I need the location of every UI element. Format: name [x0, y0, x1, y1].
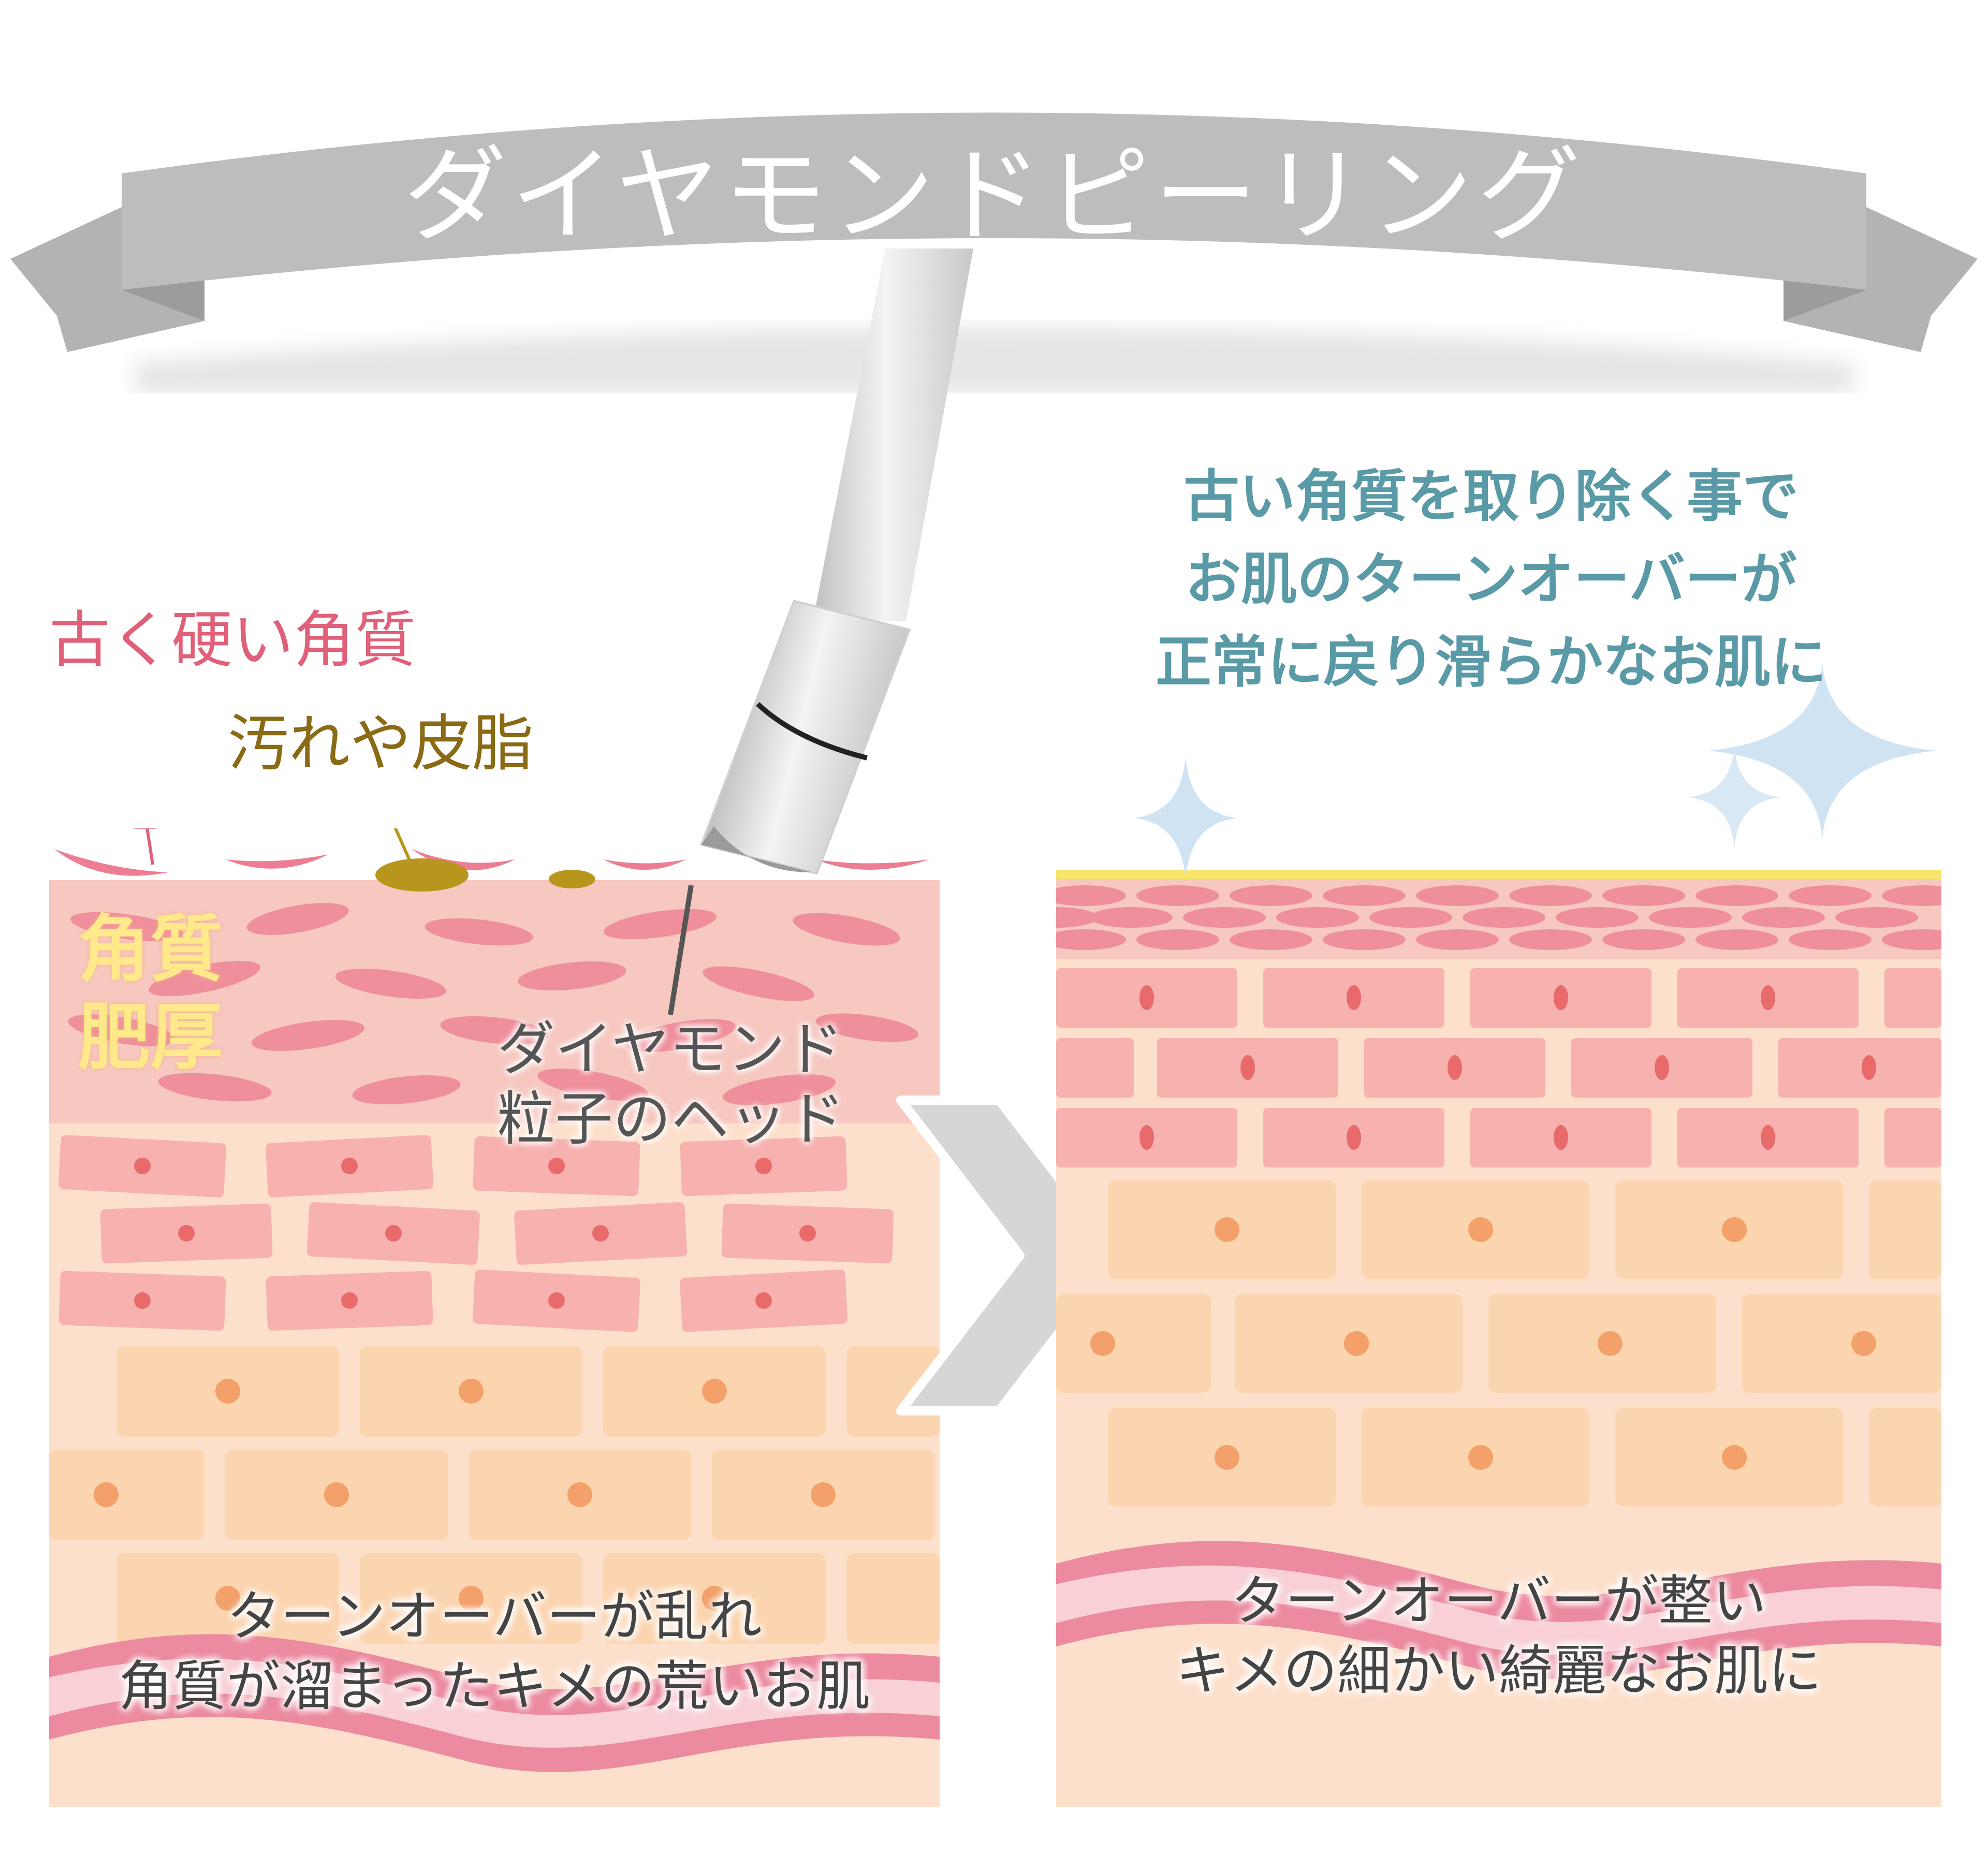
label-diamond-head: ダイヤモンド 粒子のヘッド [497, 1016, 845, 1153]
caption-after: ターンオーバーが整い キメの細かい綺麗なお肌に [1175, 1569, 1822, 1702]
spinous-cells-aligned [1056, 968, 1941, 1167]
label-keratin-thickening: 角質 肥厚 [78, 908, 223, 1080]
smooth-surface [1056, 870, 1941, 879]
skin-after-panel [1056, 870, 1941, 1807]
headline-result: 古い角質を取り除く事で お肌のターンオーバーが 正常に戻り滑らかなお肌に [1155, 464, 1826, 695]
sparkle-icon [1708, 663, 1936, 839]
old-keratin-flakes [54, 828, 929, 876]
label-dirt-sebum: 汚れや皮脂 [228, 708, 534, 779]
horny-cells-aligned [1056, 885, 1941, 950]
sparkle-icon [1134, 756, 1237, 880]
caption-before: ターンオーバーが乱れ 角質が溜まったキメの荒いお肌 [119, 1585, 870, 1718]
sparkle-icon [1688, 746, 1781, 849]
sebum-blobs [375, 858, 595, 892]
title-ribbon: ダイヤモンドピーリング [0, 0, 1988, 393]
label-old-hard-keratin: 古く硬い角質 [49, 604, 416, 676]
page-title: ダイヤモンドピーリング [403, 136, 1585, 256]
basal-cells-aligned [1056, 1180, 1941, 1507]
skin-before-panel [49, 828, 940, 1807]
diamond-peeling-wand-icon [663, 249, 1035, 901]
